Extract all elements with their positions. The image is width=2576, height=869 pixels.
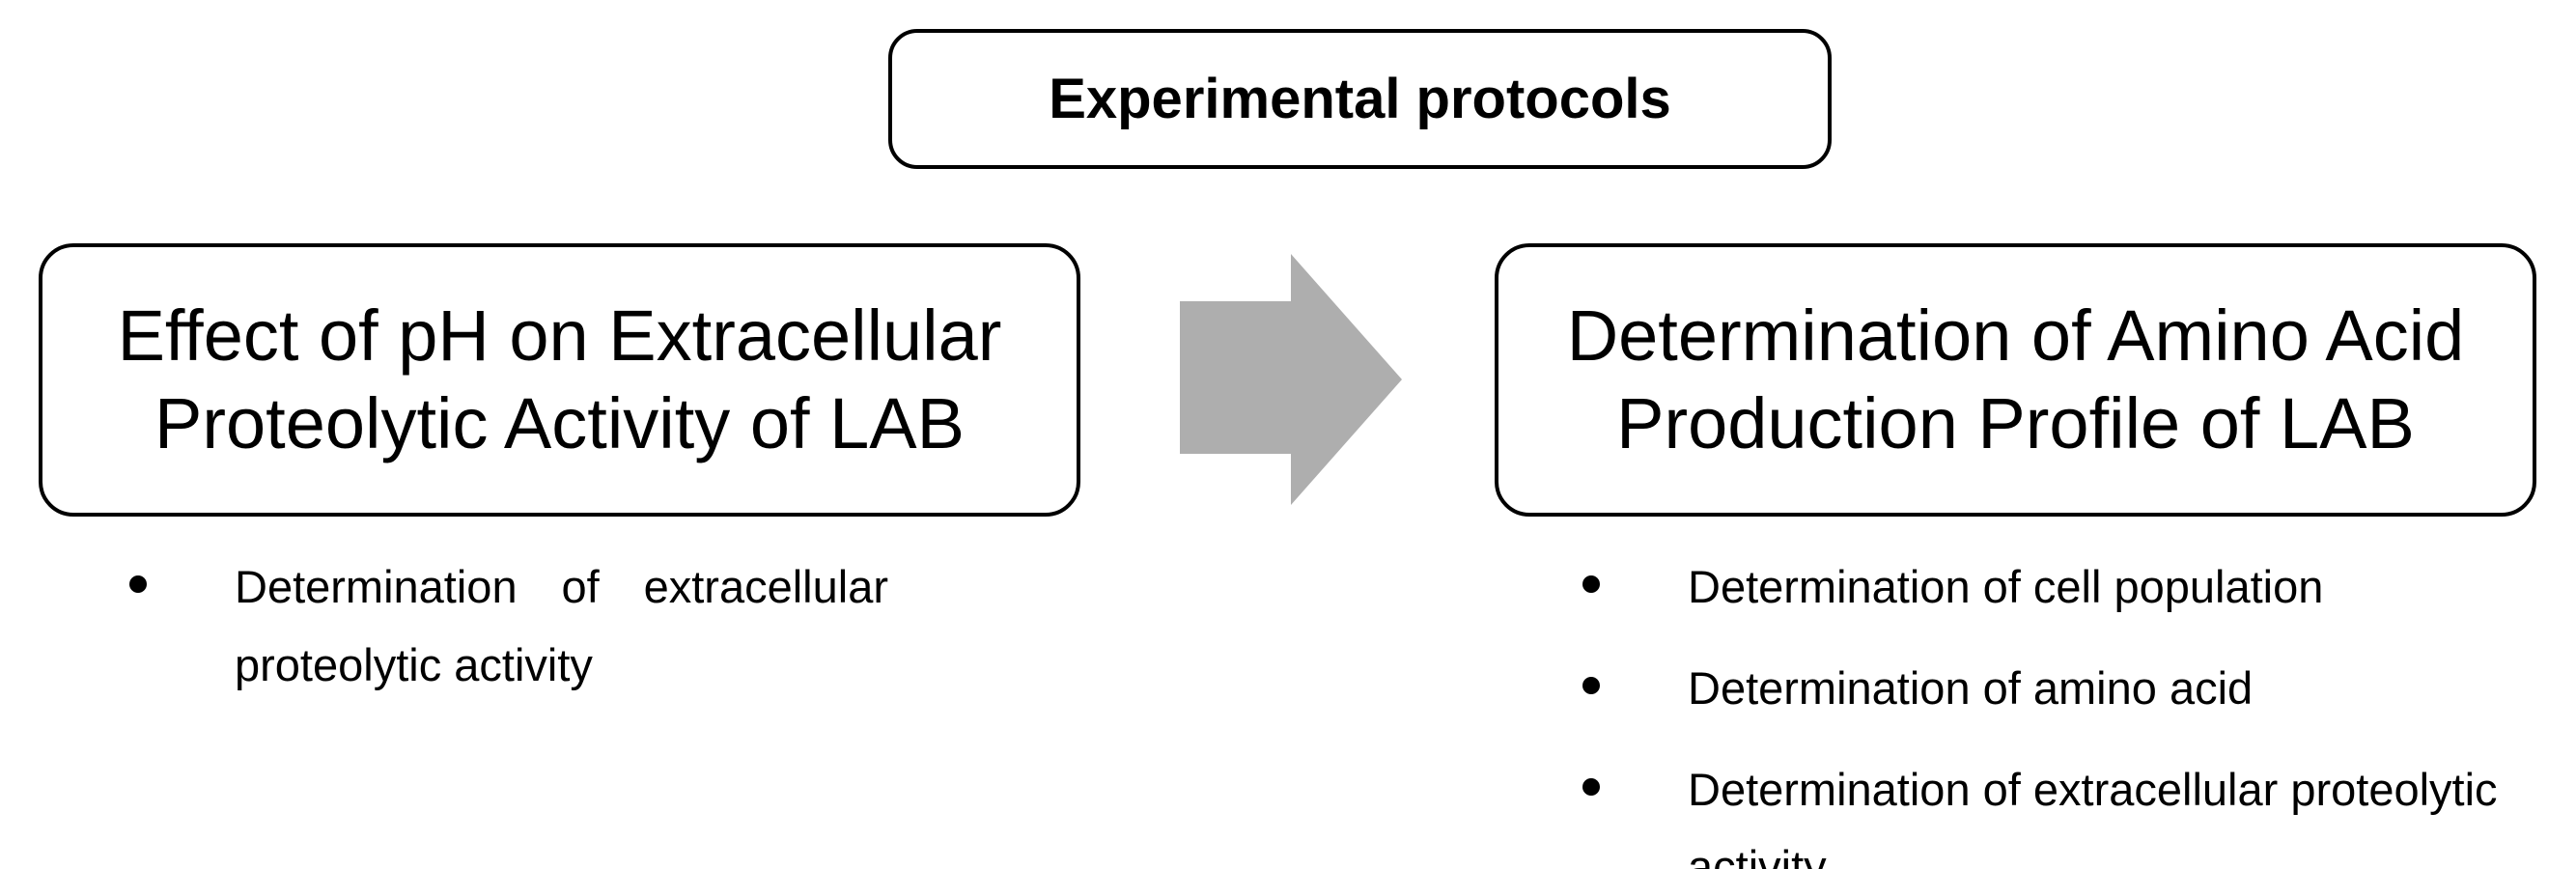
list-item: Determination of cell population bbox=[1569, 548, 2515, 627]
bullet-dot-icon bbox=[1582, 777, 1600, 796]
bullet-dot-icon bbox=[129, 575, 147, 593]
title-box-label: Experimental protocols bbox=[1049, 67, 1671, 130]
list-item: Determination of extracellular proteolyt… bbox=[1569, 751, 2515, 869]
bullet-label: Determination of amino acid bbox=[1688, 661, 2254, 714]
title-box: Experimental protocols bbox=[888, 29, 1832, 169]
bullet-label: Determination of extracellular proteolyt… bbox=[1688, 763, 2498, 869]
bullet-label: Determination of cell population bbox=[1688, 561, 2324, 612]
stage-right-bullet-list: Determination of cell population Determi… bbox=[1569, 548, 2515, 869]
list-item: Determination of amino acid bbox=[1569, 650, 2515, 728]
stage-box-left: Effect of pH on Extracellular Proteolyti… bbox=[39, 243, 1080, 517]
stage-box-left-label: Effect of pH on Extracellular Proteolyti… bbox=[117, 295, 1002, 463]
bullet-dot-icon bbox=[1582, 575, 1600, 593]
list-item: Determination of extracellular proteolyt… bbox=[116, 548, 888, 705]
stage-box-right-label: Determination of Amino Acid Production P… bbox=[1566, 295, 2465, 463]
bullet-dot-icon bbox=[1582, 676, 1600, 694]
stage-left-bullet-list: Determination of extracellular proteolyt… bbox=[116, 548, 888, 716]
bullet-label: Determination of extracellular proteolyt… bbox=[235, 561, 888, 690]
stage-box-right: Determination of Amino Acid Production P… bbox=[1495, 243, 2536, 517]
right-block-arrow-icon bbox=[1178, 253, 1404, 506]
